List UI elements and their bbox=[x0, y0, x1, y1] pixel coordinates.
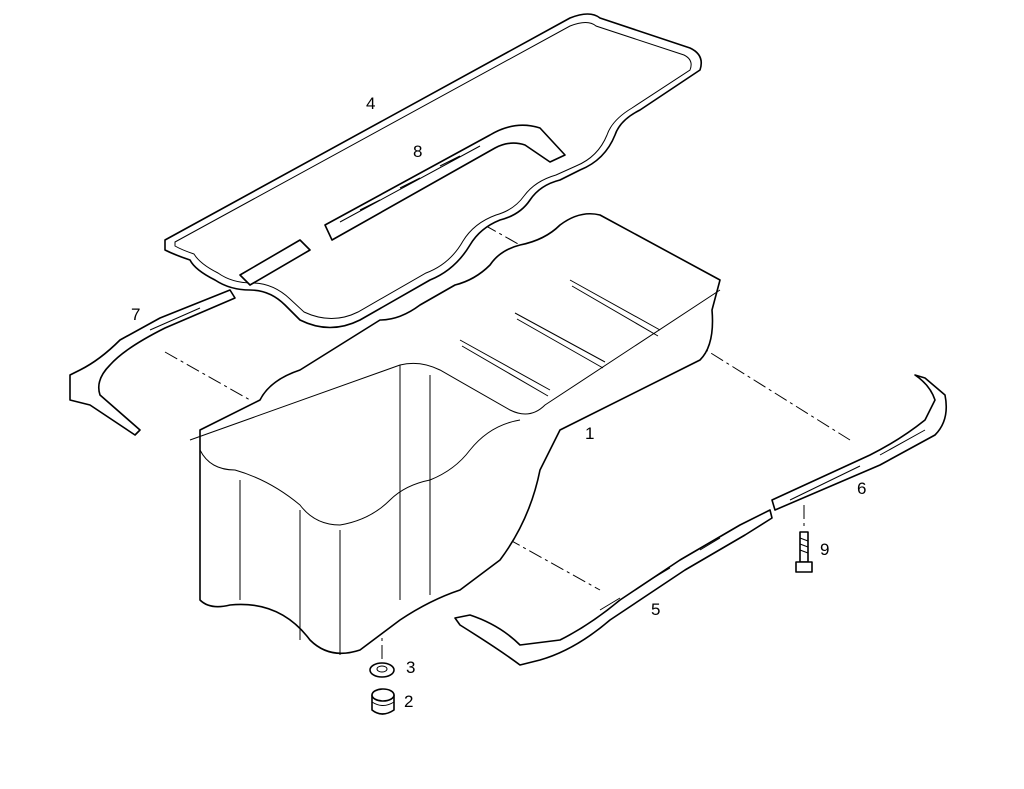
callout-6: 6 bbox=[857, 479, 867, 498]
side-rail-front bbox=[454, 509, 773, 666]
seal-washer bbox=[369, 662, 395, 678]
callout-2: 2 bbox=[404, 692, 414, 711]
callout-7: 7 bbox=[131, 305, 141, 324]
callout-1: 1 bbox=[585, 424, 595, 443]
side-rail-rear bbox=[771, 374, 948, 511]
bolt bbox=[795, 531, 813, 573]
callout-4: 4 bbox=[366, 94, 376, 113]
callout-9: 9 bbox=[820, 540, 830, 559]
oil-pan bbox=[189, 212, 721, 655]
callout-3: 3 bbox=[406, 658, 416, 677]
callout-5: 5 bbox=[651, 600, 661, 619]
callout-8: 8 bbox=[413, 142, 423, 161]
end-seal-left bbox=[69, 289, 236, 436]
end-seal-top bbox=[239, 124, 566, 286]
drain-plug bbox=[371, 688, 395, 715]
